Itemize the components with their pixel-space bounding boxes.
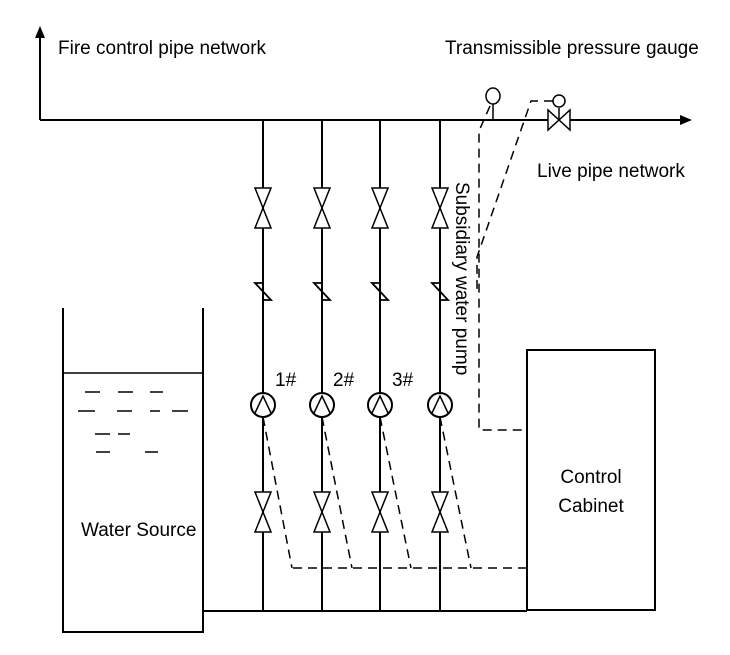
gate-valve-icon [253,491,273,533]
valve-signal-line [476,100,553,295]
check-valve-icon [369,270,391,313]
control-cabinet-label-line1: Control [560,467,621,488]
pump-branch-3 [367,120,412,611]
check-valve-icon [252,270,274,313]
control-cabinet-label-line2: Cabinet [558,496,624,517]
pump-branch-subsidiary [427,120,472,611]
gate-valve-icon [312,491,332,533]
water-source-label: Water Source [81,520,196,541]
check-valve-icon [429,270,451,313]
gate-valve-icon [430,491,450,533]
pump-3-label: 3# [392,370,414,391]
live-network-valve-icon [547,94,571,132]
live-network-label: Live pipe network [537,161,685,182]
gate-valve-icon [370,491,390,533]
pump-branch-2 [309,120,353,611]
gauge-signal-line [478,105,527,431]
gate-valve-icon [430,187,450,229]
water-tank [62,308,204,633]
control-cabinet-box [526,349,656,611]
pump-branch-1 [250,120,293,611]
gate-valve-icon [312,187,332,229]
pump-1-label: 1# [275,370,297,391]
subsidiary-pump-label: Subsidiary water pump [451,182,472,375]
pressure-gauge-icon [485,87,501,120]
check-valve-icon [311,270,333,313]
pump-2-label: 2# [333,370,355,391]
fire-network-label: Fire control pipe network [58,38,267,59]
gate-valve-icon [370,187,390,229]
pressure-gauge-label: Transmissible pressure gauge [445,38,699,59]
gate-valve-icon [253,187,273,229]
